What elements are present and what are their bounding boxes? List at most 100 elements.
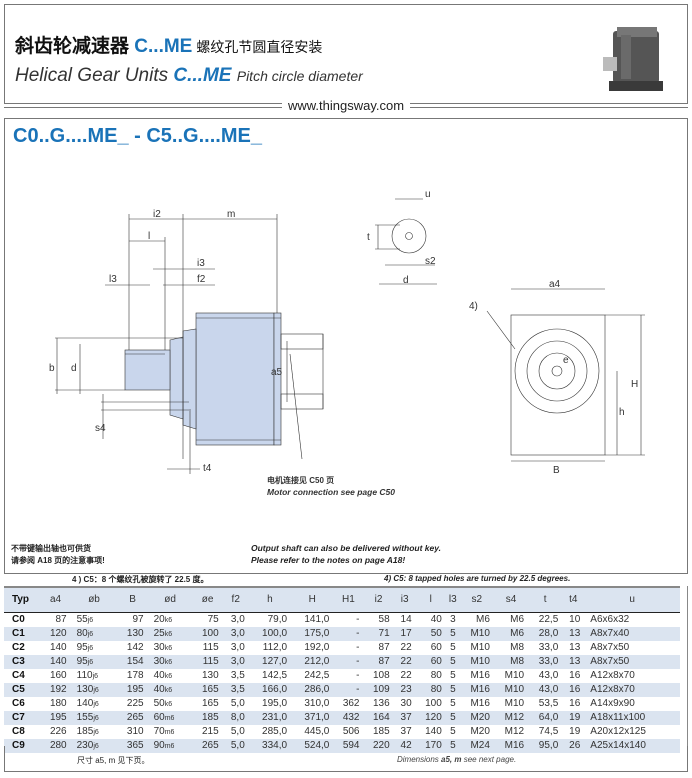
column-header: H1: [333, 586, 364, 613]
cell-value: 127,0: [262, 656, 288, 667]
table-cell: 130j6: [70, 682, 118, 697]
label-s2: s2: [425, 256, 436, 267]
table-cell: 74,5: [528, 725, 562, 739]
table-cell: 3,0: [222, 626, 249, 641]
table-cell: 16: [562, 697, 584, 711]
cell-value: 5: [450, 642, 456, 653]
cell-value: 192: [49, 684, 67, 695]
cell-value: 362: [342, 698, 360, 709]
table-cell: 265: [117, 710, 148, 725]
title-en: Helical Gear Units C...ME Pitch circle d…: [15, 65, 363, 87]
table-cell: 120: [415, 710, 446, 725]
cell-value: 22: [400, 656, 412, 667]
cell-value: 13: [569, 642, 581, 653]
cell-value: 310,0: [304, 698, 330, 709]
column-header: i2: [363, 586, 394, 613]
cell-value: 195: [126, 684, 144, 695]
tolerance: j6: [93, 714, 99, 722]
column-header: i3: [393, 586, 416, 613]
cell-value: M20: [470, 712, 490, 723]
table-cell: 165: [193, 697, 223, 711]
cell-value: M6: [510, 614, 525, 625]
subtitle-zh: 螺纹孔节圆直径安装: [196, 39, 323, 55]
column-header: a4: [40, 586, 71, 613]
table-cell: 180: [40, 697, 70, 711]
table-cell: 14: [394, 612, 416, 627]
table-cell: C5: [4, 682, 41, 697]
table-cell: 3: [446, 612, 460, 627]
cell-value: 17: [400, 628, 412, 639]
cell-value: 43,0: [538, 684, 559, 695]
label-l: l: [148, 231, 150, 242]
table-cell: 230j6: [70, 738, 118, 753]
cell-value: 19: [569, 726, 581, 737]
table-cell: 286,0: [291, 682, 334, 697]
cell-value: 58: [378, 614, 390, 625]
cell-value: 212,0: [304, 656, 330, 667]
cell-value: 8,0: [230, 712, 245, 723]
table-cell: M16: [460, 697, 494, 711]
cell-value: -: [356, 656, 360, 667]
cell-value: 5: [450, 726, 456, 737]
cell-value: A18x11x100: [590, 712, 646, 723]
cell-value: M8: [510, 656, 525, 667]
cell-value: C2: [12, 642, 25, 653]
column-header: h: [248, 586, 292, 613]
tolerance: j6: [93, 700, 99, 708]
table-cell: 5: [445, 626, 460, 641]
table-cell: M10: [494, 697, 528, 711]
column-header: Typ: [4, 586, 41, 613]
cell-value: 155: [76, 711, 94, 723]
table-cell: 40k6: [148, 669, 193, 683]
cell-value: 164: [372, 712, 390, 723]
cell-value: 87: [378, 642, 390, 653]
cell-value: 185: [372, 726, 390, 737]
label-i3: i3: [197, 258, 205, 269]
cell-value: 120: [425, 712, 442, 723]
cell-value: 28,0: [538, 628, 559, 639]
section-title: C0..G....ME_ - C5..G....ME_: [13, 125, 262, 147]
key-note-zh-1: 不带键输出轴也可供货: [11, 544, 91, 553]
cell-value: 5,0: [230, 740, 245, 751]
table-cell: 13: [562, 641, 584, 655]
table-cell: 285,0: [249, 725, 291, 739]
label-s4: s4: [95, 423, 106, 434]
footer-en-pre: Dimensions: [397, 755, 442, 764]
table-cell: M10: [459, 654, 494, 669]
table-cell: 30k6: [147, 654, 193, 669]
table-cell: 166,0: [248, 682, 292, 697]
cell-value: 141,0: [304, 614, 330, 625]
url-text: www.thingsway.com: [281, 98, 411, 113]
cell-value: 110: [76, 669, 93, 681]
cell-value: M10: [504, 684, 525, 695]
table-cell: 53,5: [528, 697, 562, 711]
cell-value: A6x6x32: [590, 614, 630, 625]
table-cell: A20x12x125: [584, 725, 680, 739]
table-cell: 212,0: [291, 654, 334, 669]
table-cell: 160: [40, 669, 70, 683]
table-cell: 142,5: [249, 669, 291, 683]
column-header: H: [291, 586, 334, 613]
table-cell: 60: [415, 654, 446, 669]
cell-value: 16: [569, 698, 581, 709]
cell-value: 60: [153, 711, 165, 723]
cell-value: 142,5: [262, 670, 288, 681]
cell-value: 90: [153, 739, 165, 751]
table-cell: 75: [193, 612, 223, 627]
table-cell: 80: [416, 669, 446, 683]
table-cell: 310: [117, 725, 147, 739]
cell-value: 220: [372, 740, 390, 751]
cell-value: 43,0: [538, 670, 559, 681]
cell-value: A25x14x140: [590, 740, 646, 751]
cell-value: 5,0: [230, 698, 245, 709]
label-t4: t4: [203, 463, 212, 474]
table-cell: M8: [494, 641, 528, 655]
cell-value: 26: [569, 740, 581, 751]
cell-value: 365: [126, 740, 144, 751]
table-cell: 265: [192, 738, 223, 753]
table-cell: 87: [40, 612, 70, 627]
cell-value: 3,0: [230, 614, 245, 625]
drawing-section: C0..G....ME_ - C5..G....ME_: [4, 118, 688, 574]
table-cell: 40k6: [147, 682, 193, 697]
table-cell: 80j6: [70, 626, 118, 641]
